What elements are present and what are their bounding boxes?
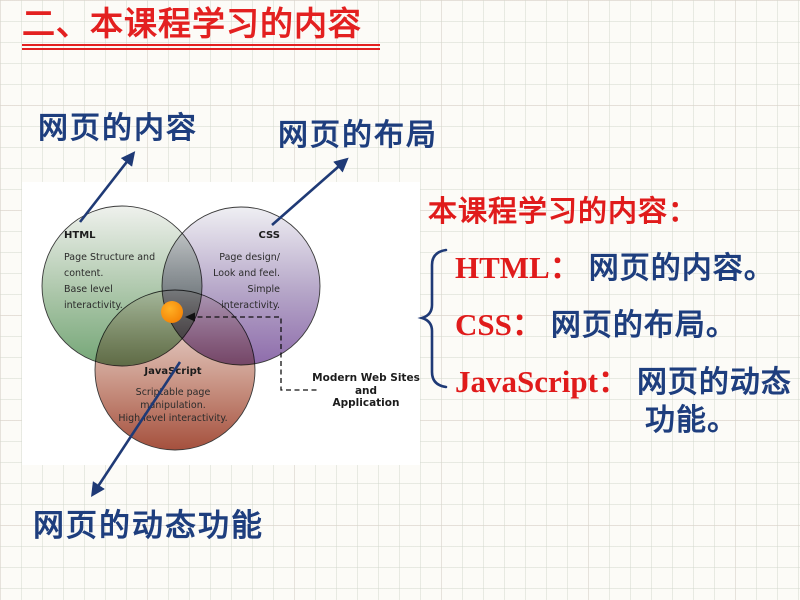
dashed-connector [189,316,318,391]
venn-diagram: HTML Page Structure and content. Base le… [41,205,420,451]
javascript-text-line: Scriptable page [136,387,211,398]
css-text-line: Simple [248,284,281,295]
panel-term-javascript: JavaScript： [455,364,629,399]
javascript-label: JavaScript [143,366,201,377]
panel-item-css: CSS：网页的布局。 [455,299,737,344]
panel-item-javascript-wrap: 功能。 [645,395,738,439]
modern-web-label-line: Application [333,397,400,409]
title-underline-1 [22,44,380,46]
modern-web-label-line: and [355,385,377,397]
html-text-line: interactivity. [64,300,123,311]
panel-desc-javascript: 网页的动态 [636,366,792,399]
label-page-dynamic: 网页的动态功能 [33,508,264,543]
html-label: HTML [64,230,96,241]
html-text-line: Base level [64,284,113,295]
css-label: CSS [259,230,280,241]
panel-term-css: CSS： [455,307,543,342]
css-text-line: interactivity. [221,300,280,311]
slide-title: 二、本课程学习的内容 [22,5,362,42]
html-text-line: content. [64,268,103,279]
label-page-layout: 网页的布局 [278,119,438,152]
javascript-text-line: manipulation. [140,400,205,411]
panel-desc-html: 网页的内容。 [588,252,775,285]
left-brace [417,248,448,389]
html-text-line: Page Structure and [64,252,155,263]
dashed-arrowhead [185,312,195,322]
panel-term-html: HTML： [455,250,581,285]
title-underline-2 [22,48,380,50]
css-text-line: Page design/ [219,252,281,263]
panel-heading: 本课程学习的内容： [428,196,699,228]
panel-item-javascript: JavaScript：网页的动态 [455,356,792,401]
panel-desc-css: 网页的布局。 [550,309,737,342]
modern-web-label-line: Modern Web Sites [312,372,420,384]
javascript-text-line: High level interactivity. [118,413,227,424]
venn-diagram-image: HTML Page Structure and content. Base le… [22,182,420,465]
panel-desc-javascript-wrap: 功能。 [645,404,738,437]
center-dot [161,301,183,323]
label-page-content: 网页的内容 [38,112,198,145]
panel-item-html: HTML：网页的内容。 [455,242,775,287]
css-text-line: Look and feel. [213,268,280,279]
